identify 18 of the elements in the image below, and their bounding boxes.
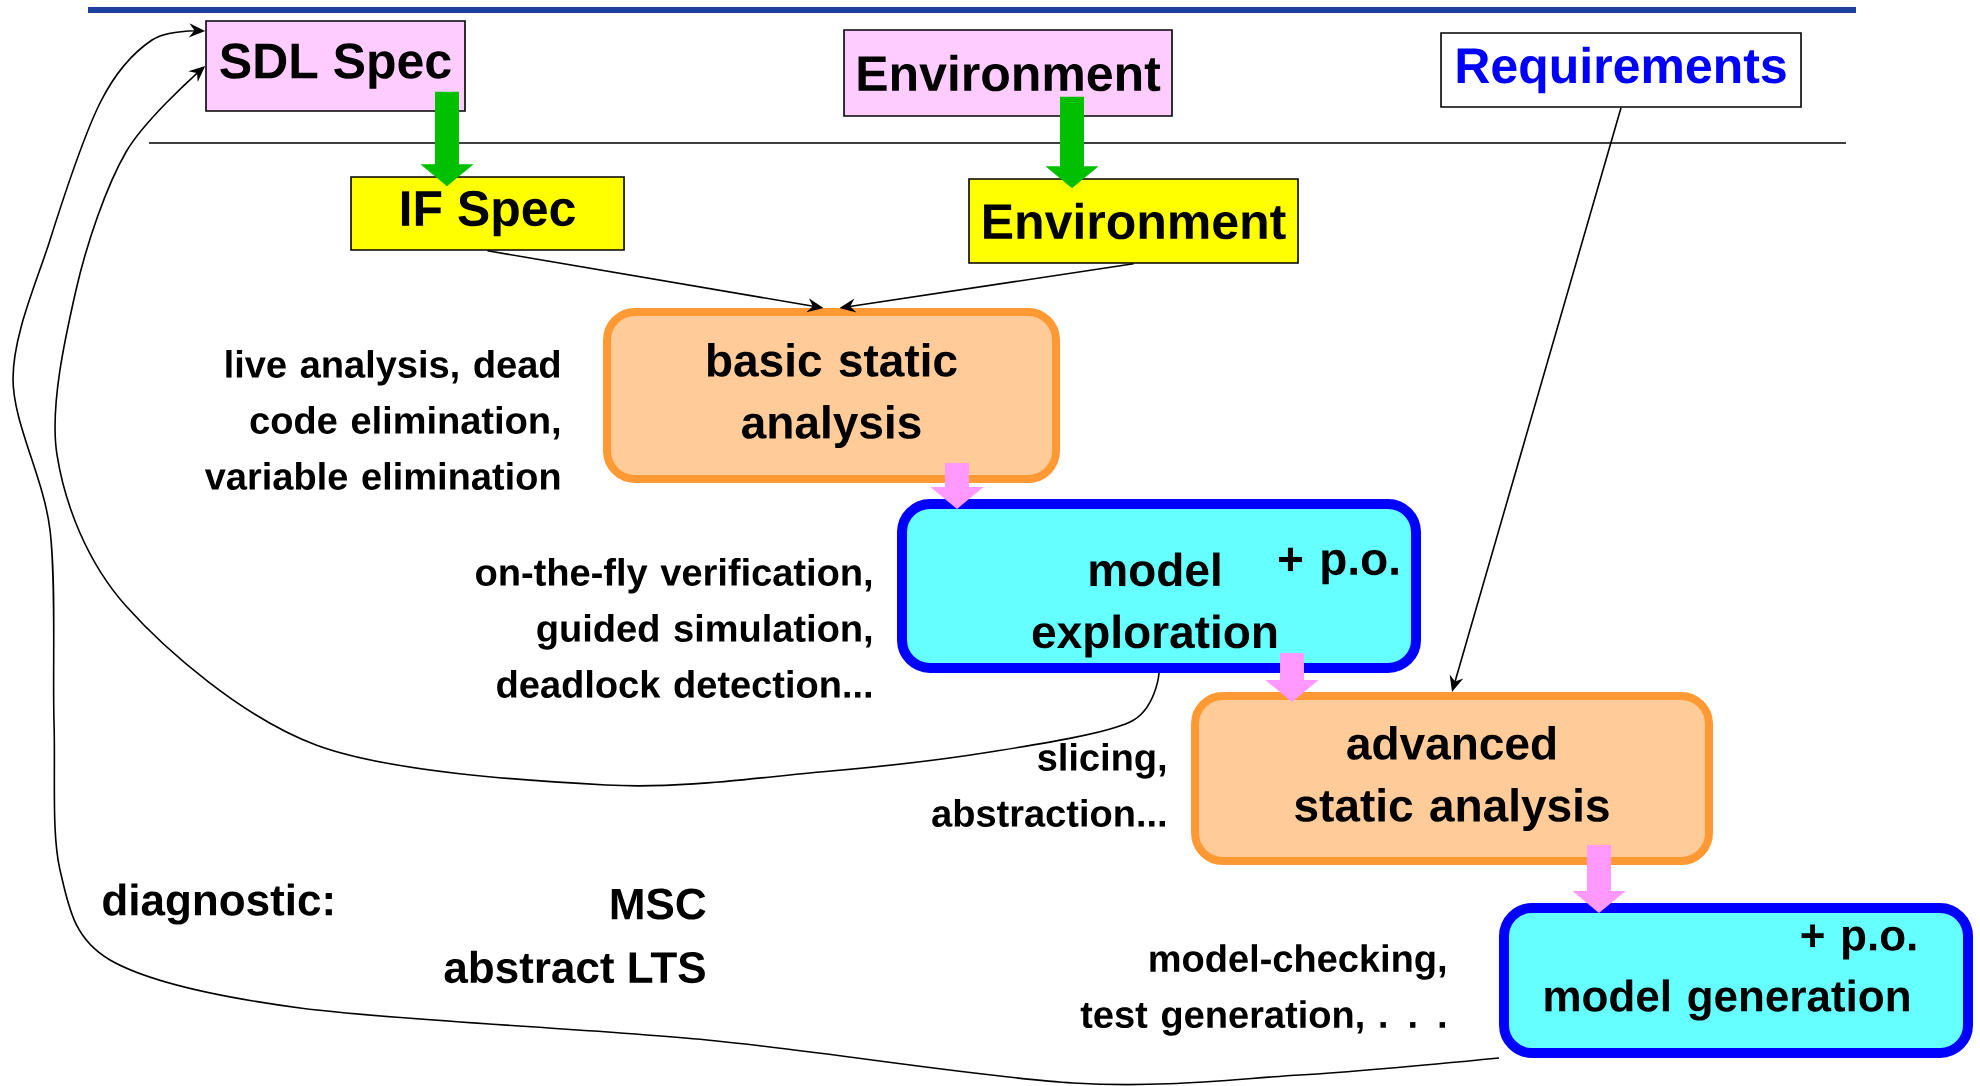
spec-box: Environment	[968, 178, 1299, 264]
label-text: diagnostic:	[103, 883, 332, 925]
process-box: advanced static analysis	[1191, 692, 1713, 865]
spec-box: Environment	[843, 29, 1173, 117]
arrow	[54, 66, 1160, 787]
description-text: on-the-fly verification, guided simulation, deadlock detection...	[476, 558, 872, 698]
description-text: slicing, abstraction...	[932, 743, 1166, 827]
spec-box: SDL Spec	[205, 20, 466, 112]
process-box: + p.o. model generation	[1499, 903, 1973, 1058]
requirements-box: Requirements	[1440, 32, 1802, 108]
label-text: abstract LTS	[444, 950, 705, 984]
description-text: live analysis, dead code elimination, variable elimination	[204, 350, 560, 490]
process-box: basic static analysis	[603, 308, 1060, 483]
spec-box: IF Spec	[350, 176, 625, 251]
label-text: MSC	[611, 888, 706, 920]
process-box: model exploration + p.o.	[897, 499, 1421, 673]
description-text: model-checking, test generation, . . .	[1080, 944, 1446, 1036]
arrow	[12, 23, 1500, 1086]
